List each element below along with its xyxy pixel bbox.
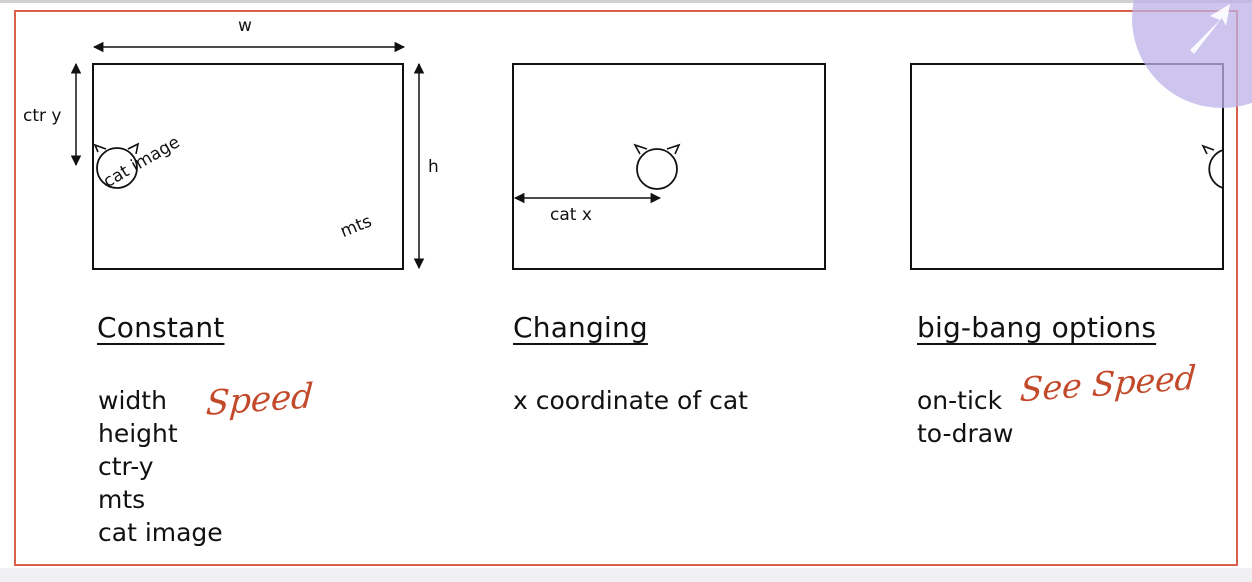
list-item: ctr-y bbox=[98, 452, 154, 481]
cat-icon-constant bbox=[93, 142, 140, 189]
label-cat-x: cat x bbox=[550, 205, 592, 225]
label-ctr-y: ctr y bbox=[23, 106, 62, 126]
scene-box-changing bbox=[512, 63, 826, 270]
slide-frame bbox=[14, 10, 1238, 566]
list-item: x coordinate of cat bbox=[513, 386, 748, 415]
scene-box-constant bbox=[92, 63, 404, 270]
list-item: height bbox=[98, 419, 178, 448]
heading-bigbang-options: big-bang options bbox=[917, 311, 1157, 344]
list-item: on-tick bbox=[917, 386, 1003, 415]
changing-list: x coordinate of cat bbox=[513, 384, 748, 417]
label-h: h bbox=[428, 157, 439, 177]
list-item: cat image bbox=[98, 518, 223, 547]
cursor-arrow-icon bbox=[1190, 4, 1230, 54]
heading-constant: Constant bbox=[97, 311, 225, 344]
list-item: width bbox=[98, 386, 167, 415]
label-w: w bbox=[238, 16, 252, 36]
cursor-highlight bbox=[1132, 0, 1252, 108]
window-top-bar bbox=[0, 0, 1252, 3]
heading-changing: Changing bbox=[513, 311, 648, 344]
bigbang-options-list: on-tick to-draw bbox=[917, 384, 1014, 450]
constant-list: width height ctr-y mts cat image bbox=[98, 384, 223, 549]
cat-icon-changing bbox=[633, 143, 681, 190]
cat-icon-bigbang-edge bbox=[1201, 144, 1224, 189]
list-item: mts bbox=[98, 485, 146, 514]
list-item: to-draw bbox=[917, 419, 1014, 448]
window-bottom-strip bbox=[0, 568, 1252, 582]
handwritten-speed-note: Speed bbox=[204, 376, 315, 424]
